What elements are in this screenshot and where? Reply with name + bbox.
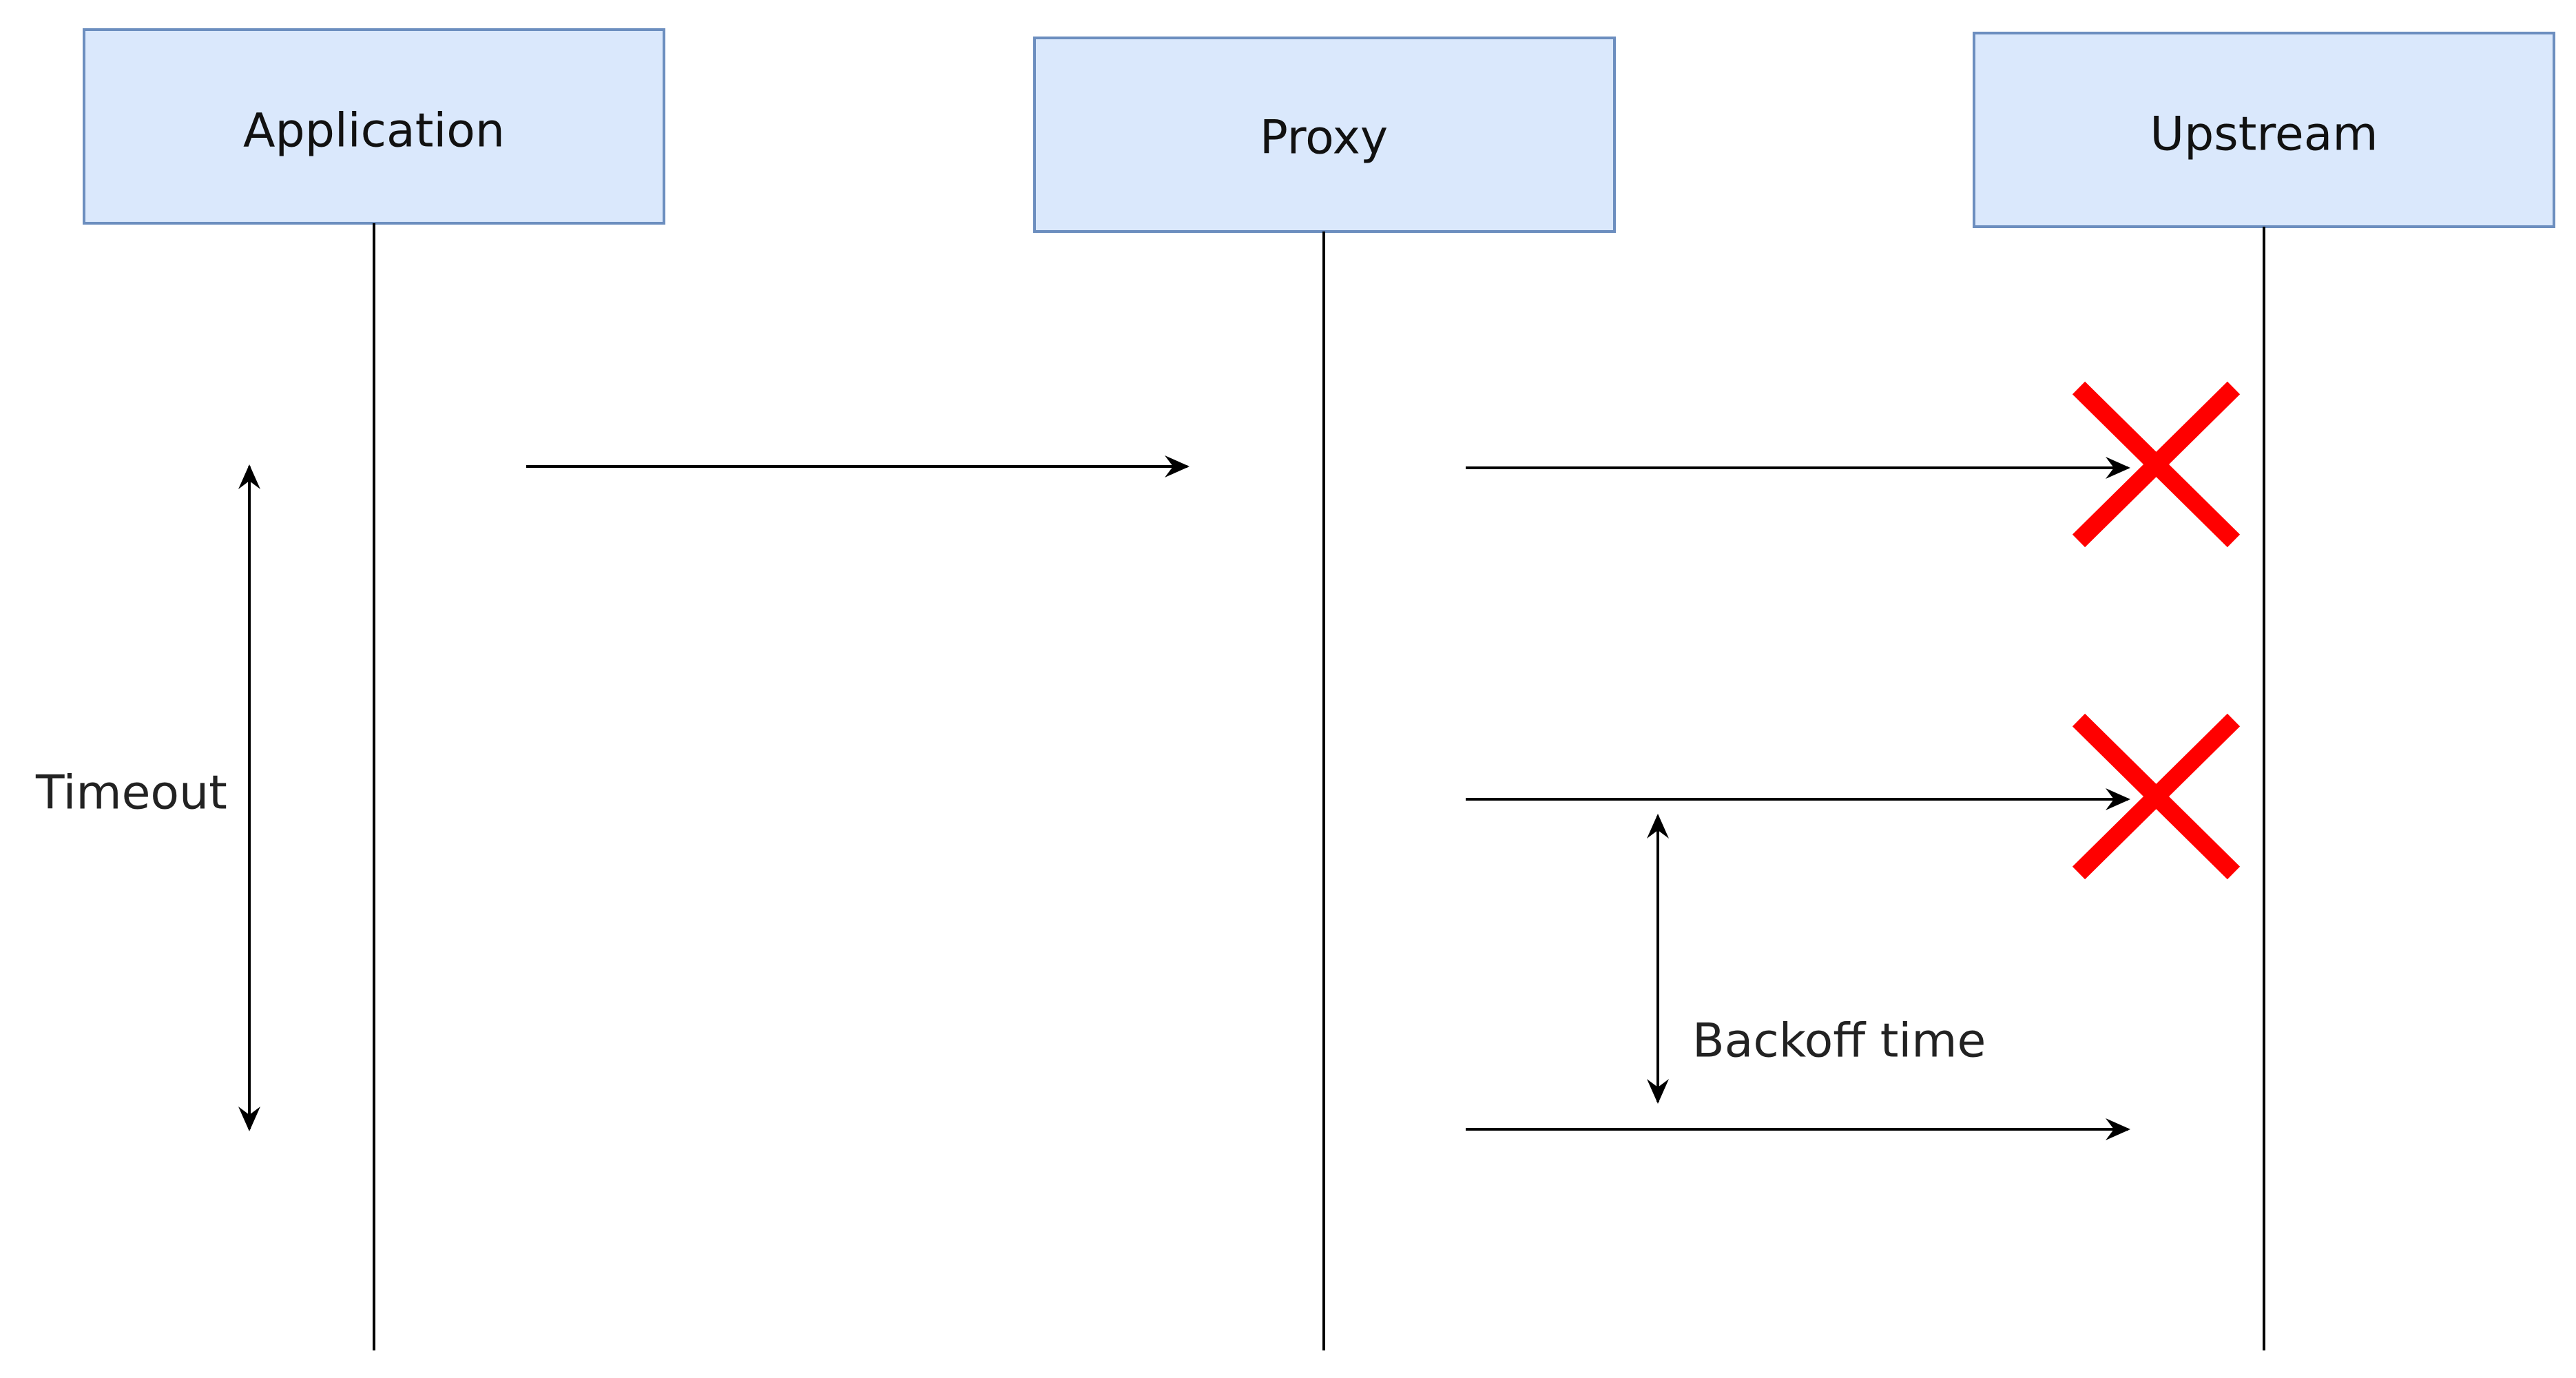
participant-box (1033, 37, 1616, 233)
participant-application: Application (83, 28, 665, 1350)
failure-x-icon (2072, 381, 2241, 548)
participant-box (1973, 32, 2555, 228)
backoff-label: Backoff time (1692, 1014, 1986, 1069)
participant-label: Application (243, 104, 505, 158)
participant-label: Upstream (2150, 107, 2378, 162)
timeout-label: Timeout (35, 766, 227, 821)
participant-proxy: Proxy (1033, 37, 1616, 1350)
participant-box (83, 28, 665, 225)
participant-upstream: Upstream (1973, 32, 2555, 1350)
participant-label: Proxy (1260, 111, 1388, 165)
failure-x-icon (2072, 713, 2241, 880)
